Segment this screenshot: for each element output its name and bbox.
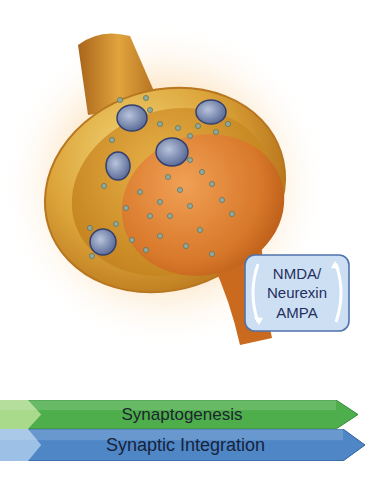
stage-band: Synaptic Integration (0, 429, 365, 461)
receptor-label: AMPA (276, 304, 317, 321)
stage-band: Synaptogenesis (0, 400, 358, 429)
receptor-box: NMDA/NeurexinAMPA (244, 254, 350, 332)
band-label: Synaptogenesis (122, 405, 243, 425)
receptor-label: NMDA/ (273, 265, 321, 282)
band-label: Synaptic Integration (106, 435, 265, 456)
receptor-label: Neurexin (267, 284, 327, 301)
